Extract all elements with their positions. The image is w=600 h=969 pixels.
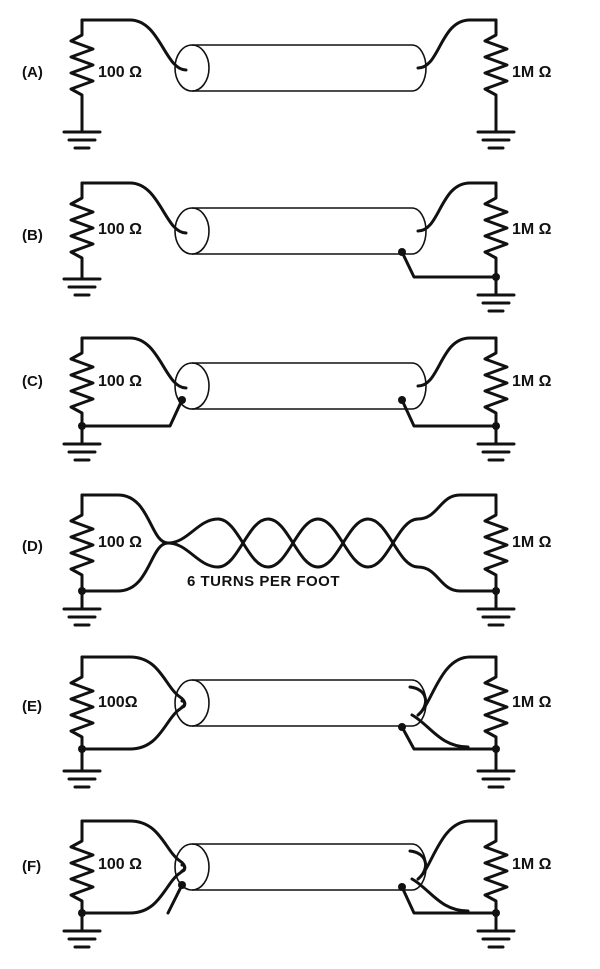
panel-label: (A) (22, 64, 43, 81)
right-ground-symbol (476, 769, 516, 789)
right-resistor (483, 181, 509, 297)
left-resistor-value: 100Ω (98, 694, 138, 711)
left-ground-symbol (62, 442, 102, 462)
right-resistor (483, 819, 509, 933)
right-resistor-value: 1M Ω (512, 694, 552, 711)
left-ground-symbol (62, 277, 102, 297)
left-ground-symbol (62, 607, 102, 627)
left-resistor (69, 655, 95, 773)
right-ground-symbol (476, 130, 516, 150)
panel-d: (D) 100 Ω 6 TURNS PER FOOT 1M Ω (22, 493, 552, 627)
right-resistor (483, 18, 509, 134)
twisted-pair (80, 493, 498, 593)
right-resistor-value: 1M Ω (512, 856, 552, 873)
right-resistor-value: 1M Ω (512, 64, 552, 81)
right-ground-symbol (476, 929, 516, 949)
coax-cable (174, 362, 427, 410)
right-ground-symbol (476, 607, 516, 627)
panel-c: (C) 100 Ω 1M Ω (22, 336, 552, 462)
left-ground-symbol (62, 130, 102, 150)
left-resistor-value: 100 Ω (98, 534, 142, 551)
coax-cable (174, 207, 427, 255)
right-resistor-value: 1M Ω (512, 534, 552, 551)
left-ground-symbol (62, 769, 102, 789)
left-resistor (69, 181, 95, 281)
panel-e: (E) 100Ω 1M Ω (22, 655, 552, 789)
twist-caption: 6 TURNS PER FOOT (187, 573, 340, 590)
coax-cable (174, 843, 427, 891)
panel-label: (C) (22, 373, 43, 390)
left-resistor-value: 100 Ω (98, 221, 142, 238)
left-resistor-value: 100 Ω (98, 856, 142, 873)
panel-label: (F) (22, 858, 41, 875)
left-resistor (69, 18, 95, 134)
left-resistor (69, 493, 95, 611)
left-resistor-value: 100 Ω (98, 64, 142, 81)
panel-label: (E) (22, 698, 42, 715)
coax-cable (174, 679, 427, 727)
panel-label: (B) (22, 227, 43, 244)
right-resistor (483, 336, 509, 446)
panel-label: (D) (22, 538, 43, 555)
panel-f: (F) 100 Ω 1M Ω (22, 819, 552, 949)
left-resistor (69, 819, 95, 933)
left-ground-symbol (62, 929, 102, 949)
right-ground-symbol (476, 442, 516, 462)
panel-a: (A) 100 Ω 1M Ω (22, 18, 552, 150)
right-resistor (483, 493, 509, 611)
right-resistor (483, 655, 509, 773)
right-resistor-value: 1M Ω (512, 373, 552, 390)
left-resistor (69, 336, 95, 446)
right-ground-symbol (476, 293, 516, 313)
right-resistor-value: 1M Ω (512, 221, 552, 238)
coax-cable (174, 44, 427, 92)
panel-b: (B) 100 Ω 1M Ω (22, 181, 552, 313)
left-resistor-value: 100 Ω (98, 373, 142, 390)
